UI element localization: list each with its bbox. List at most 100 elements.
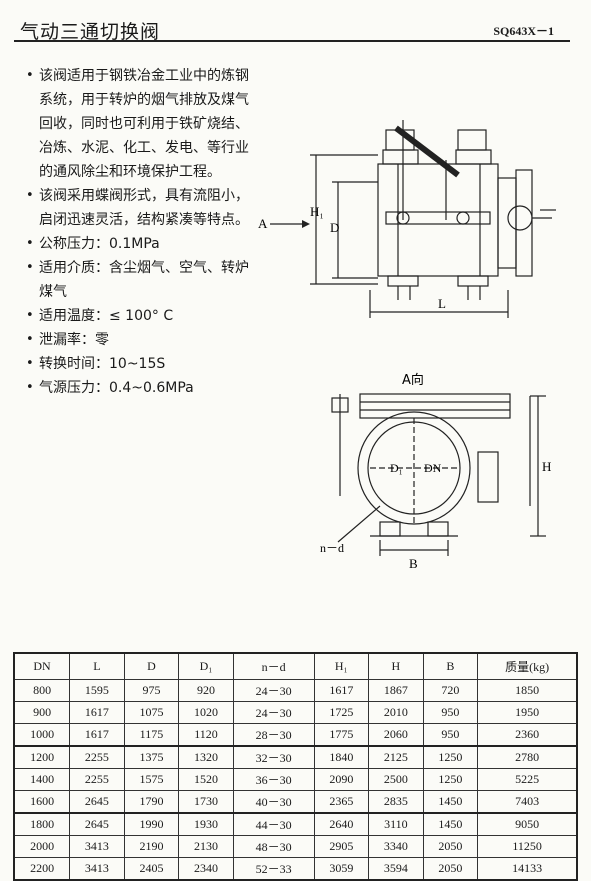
table-cell: 1320 xyxy=(178,745,234,769)
table-cell: 1575 xyxy=(123,768,180,791)
table-cell: 1020 xyxy=(178,701,234,724)
dim-d-label: D xyxy=(330,220,339,235)
table-cell: 28－30 xyxy=(232,723,315,747)
table-cell: 1075 xyxy=(123,701,180,724)
table-cell: 3110 xyxy=(368,812,424,836)
table-cell: 1175 xyxy=(123,723,180,747)
dim-h1-label: H₁ xyxy=(310,204,324,219)
table-cell: 1730 xyxy=(178,790,234,814)
table-cell: 2340 xyxy=(178,857,234,881)
feature-item: 公称压力：0.1MPa xyxy=(26,232,254,256)
col-header: 质量(kg) xyxy=(477,652,578,680)
table-cell: 2060 xyxy=(368,723,424,747)
feature-item: 转换时间：10~15S xyxy=(26,352,254,376)
table-cell: 2050 xyxy=(422,857,479,881)
col-header: H₁ xyxy=(313,652,370,680)
table-cell: 52－33 xyxy=(232,857,315,881)
table-cell: 2365 xyxy=(313,790,370,814)
table-cell: 1950 xyxy=(477,701,578,724)
table-cell: 2780 xyxy=(477,745,578,769)
table-cell: 2190 xyxy=(123,835,180,858)
table-cell: 1450 xyxy=(422,812,479,836)
table-cell: 1617 xyxy=(69,701,125,724)
table-cell: 2010 xyxy=(368,701,424,724)
side-view-drawing: A向 D₁ DN n－d H B xyxy=(320,372,551,571)
table-cell: 2090 xyxy=(313,768,370,791)
feature-item: 泄漏率：零 xyxy=(26,328,254,352)
table-cell: 32－30 xyxy=(232,745,315,769)
table-cell: 1775 xyxy=(313,723,370,747)
table-cell: 3340 xyxy=(368,835,424,858)
dim-d1-label: D₁ xyxy=(390,461,403,475)
table-cell: 3413 xyxy=(69,835,125,858)
table-cell: 920 xyxy=(178,679,234,702)
table-cell: 2645 xyxy=(69,812,125,836)
table-cell: 1725 xyxy=(313,701,370,724)
table-cell: 1375 xyxy=(123,745,180,769)
table-cell: 900 xyxy=(13,701,71,724)
table-cell: 7403 xyxy=(477,790,578,814)
table-cell: 11250 xyxy=(477,835,578,858)
table-cell: 2835 xyxy=(368,790,424,814)
table-cell: 2645 xyxy=(69,790,125,814)
table-cell: 14133 xyxy=(477,857,578,881)
table-cell: 1595 xyxy=(69,679,125,702)
table-cell: 1930 xyxy=(178,812,234,836)
table-cell: 720 xyxy=(422,679,479,702)
arrow-label: A xyxy=(258,216,268,231)
table-cell: 9050 xyxy=(477,812,578,836)
table-cell: 1450 xyxy=(422,790,479,814)
table-cell: 1200 xyxy=(13,745,71,769)
table-cell: 1000 xyxy=(13,723,71,747)
table-cell: 2255 xyxy=(69,768,125,791)
dim-h-label: H xyxy=(542,459,551,474)
table-cell: 2050 xyxy=(422,835,479,858)
table-cell: 24－30 xyxy=(232,679,315,702)
dim-b-label: B xyxy=(409,556,418,571)
table-cell: 950 xyxy=(422,701,479,724)
view-label: A向 xyxy=(402,372,424,388)
table-cell: 2905 xyxy=(313,835,370,858)
table-cell: 975 xyxy=(123,679,180,702)
table-cell: 40－30 xyxy=(232,790,315,814)
dim-nd-label: n－d xyxy=(320,541,344,555)
table-cell: 3594 xyxy=(368,857,424,881)
table-cell: 1850 xyxy=(477,679,578,702)
feature-item: 适用介质：含尘烟气、空气、转炉煤气 xyxy=(26,256,254,304)
feature-item: 该阀适用于钢铁冶金工业中的炼钢系统，用于转炉的烟气排放及煤气回收，同时也可利用于… xyxy=(26,64,254,184)
table-cell: 950 xyxy=(422,723,479,747)
table-header-row: DN L D D₁ n－d H₁ H B 质量(kg) xyxy=(13,652,578,680)
col-header: H xyxy=(368,652,424,680)
dim-l-label: L xyxy=(438,296,446,311)
table-cell: 2640 xyxy=(313,812,370,836)
dim-dn-label: DN xyxy=(424,461,442,475)
table-cell: 1617 xyxy=(313,679,370,702)
table-cell: 1250 xyxy=(422,745,479,769)
page-header: 气动三通切换阀 SQ643X－1 xyxy=(14,10,570,44)
feature-item: 该阀采用蝶阀形式，具有流阻小，启闭迅速灵活，结构紧凑等特点。 xyxy=(26,184,254,232)
col-header: n－d xyxy=(232,652,315,680)
table-cell: 2405 xyxy=(123,857,180,881)
table-cell: 3413 xyxy=(69,857,125,881)
page-title: 气动三通切换阀 xyxy=(20,21,161,43)
table-cell: 1867 xyxy=(368,679,424,702)
col-header: DN xyxy=(13,652,71,680)
table-cell: 2130 xyxy=(178,835,234,858)
table-cell: 44－30 xyxy=(232,812,315,836)
table-cell: 2500 xyxy=(368,768,424,791)
table-cell: 24－30 xyxy=(232,701,315,724)
table-cell: 1800 xyxy=(13,812,71,836)
col-header: D₁ xyxy=(178,652,234,680)
table-cell: 1120 xyxy=(178,723,234,747)
table-cell: 5225 xyxy=(477,768,578,791)
feature-list: 该阀适用于钢铁冶金工业中的炼钢系统，用于转炉的烟气排放及煤气回收，同时也可利用于… xyxy=(26,64,254,400)
table-cell: 2360 xyxy=(477,723,578,747)
table-cell: 1400 xyxy=(13,768,71,791)
table-cell: 3059 xyxy=(313,857,370,881)
